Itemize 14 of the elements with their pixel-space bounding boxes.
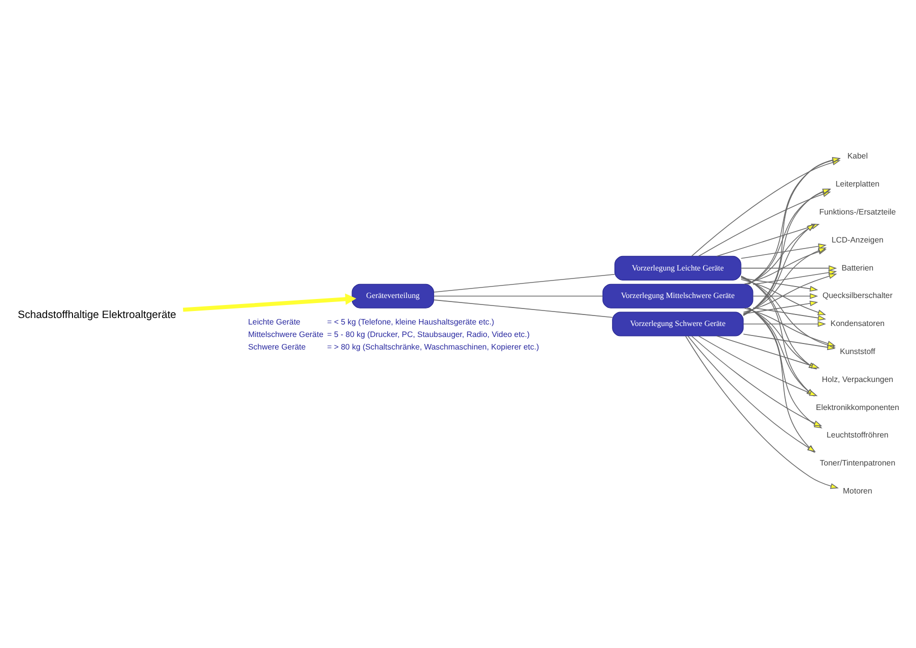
arrow [743,321,826,327]
arrow [685,336,839,489]
arrow [752,307,826,321]
node-text: Schadstoffhaltige Elektroaltgeräte [18,308,176,321]
connector [434,300,613,318]
arrow [182,293,356,312]
arrow [743,273,838,313]
arrow [740,278,826,316]
arrow [752,293,818,299]
arrow [743,300,818,314]
connector [434,274,615,293]
arrow [740,278,818,292]
arrow [740,265,837,272]
arrow [691,336,822,426]
